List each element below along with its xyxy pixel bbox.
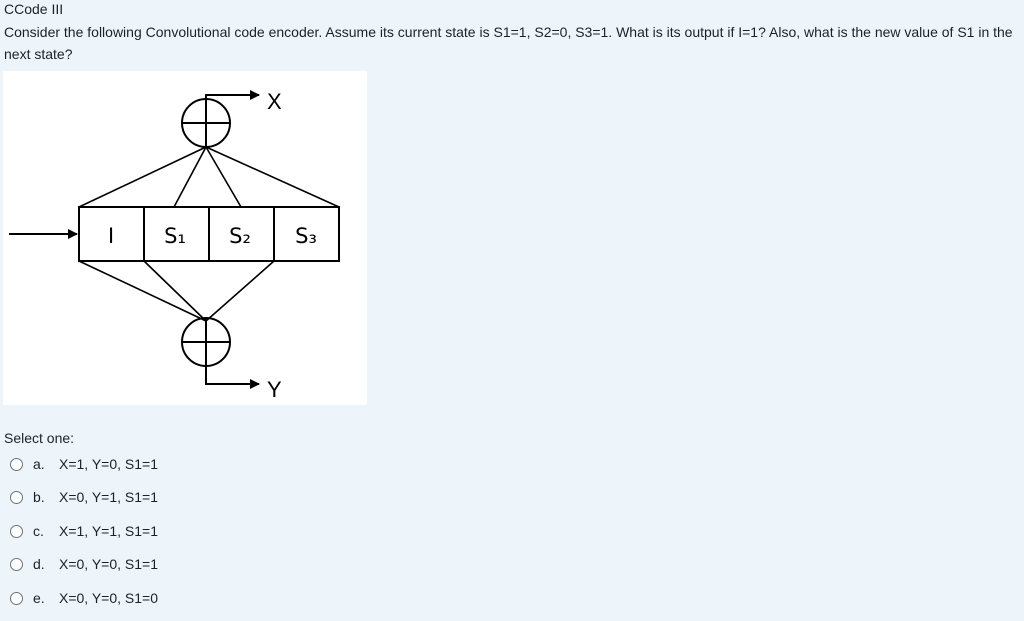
radio-button-icon[interactable] <box>10 591 23 605</box>
radio-button-icon[interactable] <box>10 491 23 505</box>
y-output-label: Y <box>267 377 282 402</box>
radio-button-icon[interactable] <box>10 558 23 572</box>
encoder-svg: X I S₁ S₂ S₃ Y <box>9 89 340 402</box>
option-b[interactable]: b. X=0, Y=1, S1=1 <box>10 487 158 520</box>
register-s1-label: S₁ <box>164 224 186 248</box>
x-output-label: X <box>267 89 282 114</box>
option-letter: e. <box>33 589 45 606</box>
option-text: X=1, Y=1, S1=1 <box>59 522 158 539</box>
answer-options: a. X=1, Y=0, S1=1 b. X=0, Y=1, S1=1 c. X… <box>10 454 158 621</box>
radio-button-icon[interactable] <box>10 458 23 471</box>
option-a[interactable]: a. X=1, Y=0, S1=1 <box>10 454 158 487</box>
option-e[interactable]: e. X=0, Y=0, S1=0 <box>10 588 158 621</box>
shift-register <box>78 206 340 262</box>
question-title: CCode III <box>4 1 64 17</box>
x-output-arrow <box>205 90 260 100</box>
radio-button-icon[interactable] <box>10 524 23 538</box>
option-letter: b. <box>33 489 45 506</box>
y-output-arrow <box>205 366 260 389</box>
option-d[interactable]: d. X=0, Y=0, S1=1 <box>10 554 158 587</box>
option-letter: d. <box>33 556 45 573</box>
option-text: X=0, Y=1, S1=1 <box>59 489 158 506</box>
bottom-xor-adder <box>181 317 231 367</box>
top-xor-adder <box>181 98 231 148</box>
option-text: X=1, Y=0, S1=1 <box>59 456 158 472</box>
encoder-diagram: X I S₁ S₂ S₃ Y <box>3 71 367 405</box>
register-s3-label: S₃ <box>295 224 317 248</box>
option-text: X=0, Y=0, S1=0 <box>59 589 158 606</box>
option-letter: a. <box>33 456 45 472</box>
select-prompt: Select one: <box>4 430 75 446</box>
option-text: X=0, Y=0, S1=1 <box>59 556 158 573</box>
register-s2-label: S₂ <box>229 224 251 248</box>
option-letter: c. <box>33 522 44 539</box>
option-c[interactable]: c. X=1, Y=1, S1=1 <box>10 521 158 554</box>
input-cell-label: I <box>108 223 114 248</box>
question-text: Consider the following Convolutional cod… <box>4 24 1013 62</box>
